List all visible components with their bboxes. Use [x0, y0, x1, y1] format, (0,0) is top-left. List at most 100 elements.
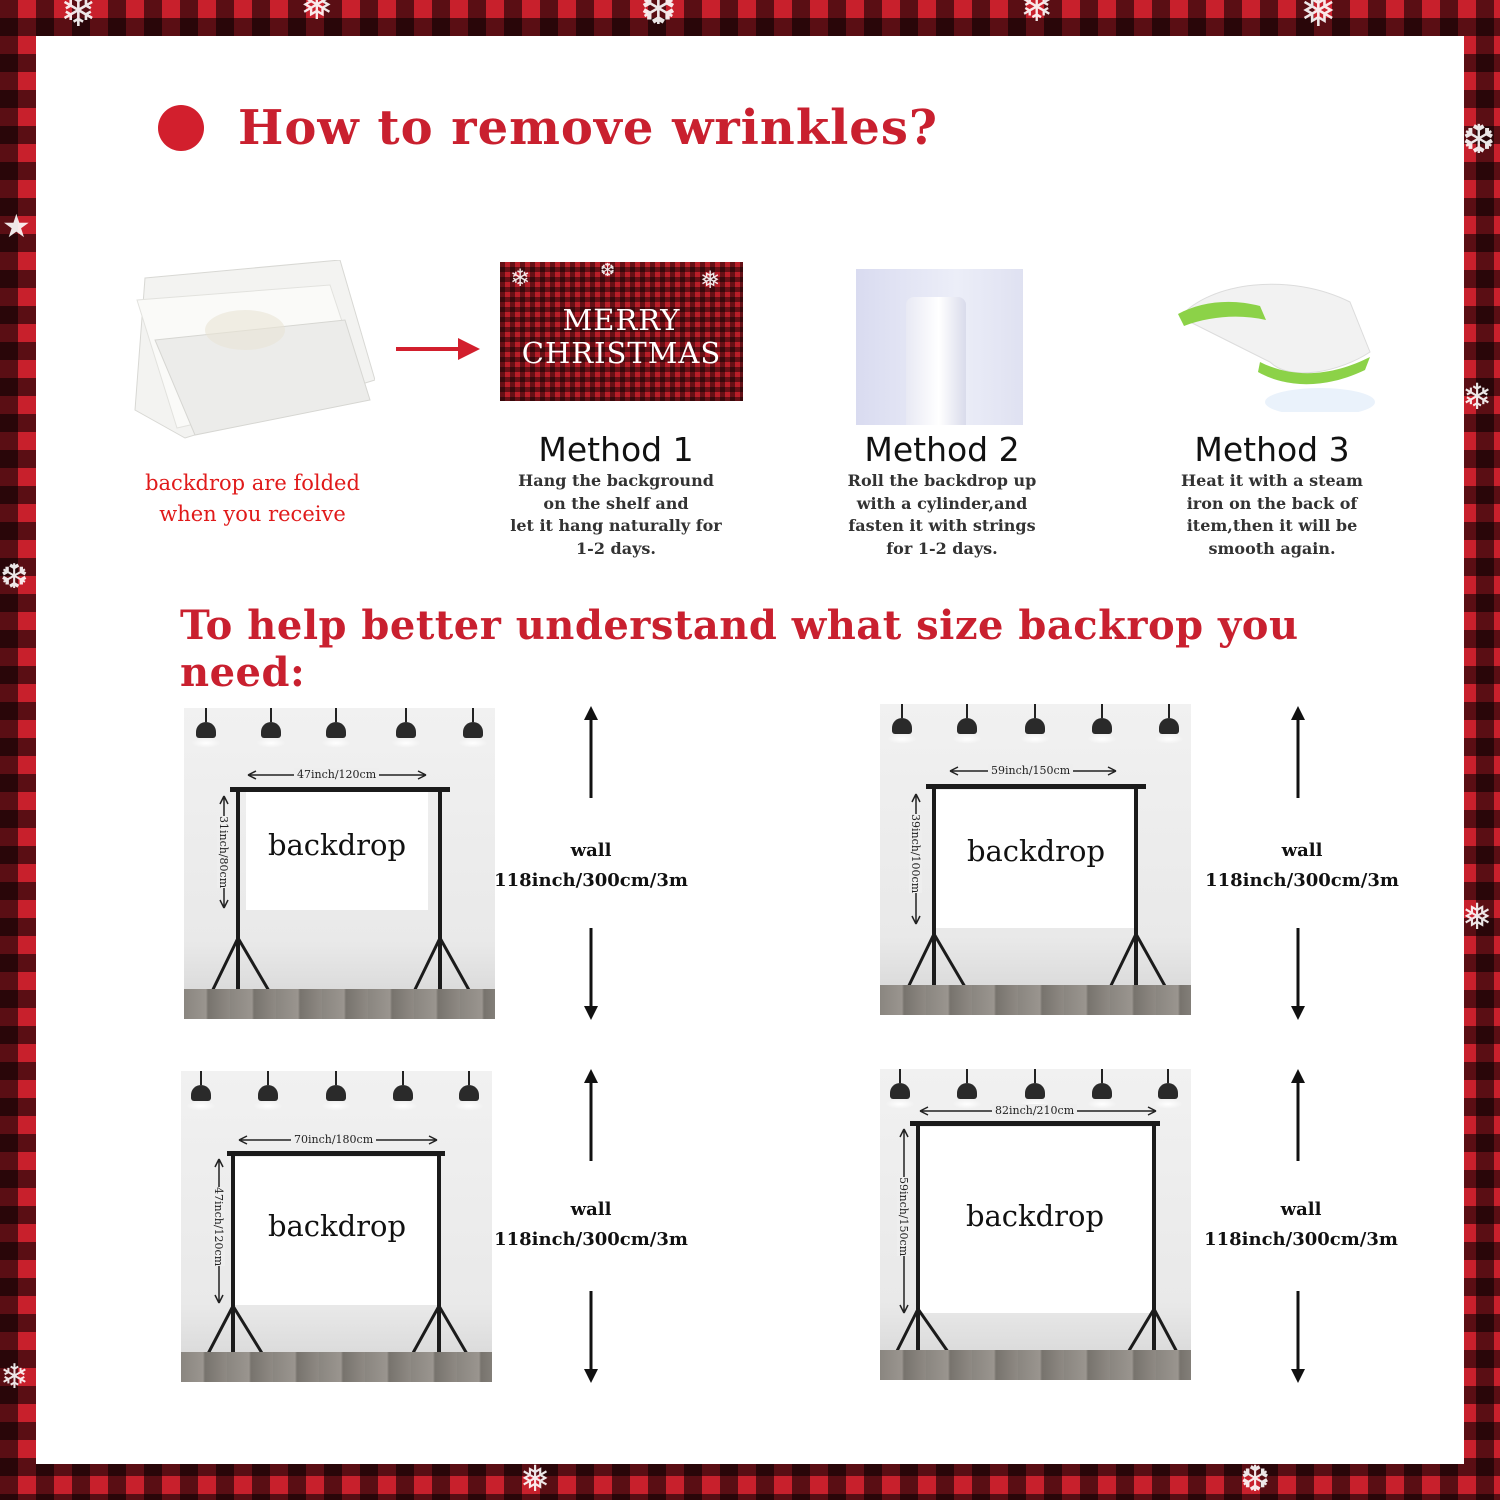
steamer-icon — [1178, 283, 1375, 412]
method-1-line: Hang the background — [518, 471, 714, 490]
method-3-line: item,then it will be — [1186, 516, 1358, 535]
snowflake-icon: ❄ — [1462, 377, 1493, 418]
stand-pole — [1134, 784, 1138, 1004]
stand-pole — [932, 784, 936, 1004]
crossbar — [910, 1121, 1160, 1126]
method-2-line: with a cylinder,and — [856, 493, 1028, 513]
lamp-icon — [321, 1071, 351, 1111]
double-arrow-vertical-icon — [1291, 1069, 1305, 1383]
snowflake-icon: ❆ — [0, 557, 29, 597]
double-arrow-vertical-icon — [584, 706, 598, 1020]
folded-caption-line2: when you receive — [159, 502, 346, 526]
snow-ground — [500, 401, 743, 423]
method-1-line: let it hang naturally for — [510, 516, 722, 535]
backdrop-sheet — [246, 792, 428, 910]
snowflake-icon: ❄ — [1020, 0, 1054, 31]
method-2: Method 2 Roll the backdrop up with a cyl… — [812, 430, 1072, 560]
snowflake-icon: ❅ — [1462, 897, 1493, 938]
method-3-line: smooth again. — [1208, 538, 1336, 558]
wood-floor — [184, 989, 495, 1019]
backdrop-label: backdrop — [267, 828, 407, 862]
method-2-title: Method 2 — [864, 430, 1020, 469]
method-3-line: Heat it with a steam — [1181, 471, 1363, 490]
backdrop-label: backdrop — [966, 834, 1106, 868]
height-dimension: 59inch/150cm — [897, 1177, 910, 1257]
snowflake-icon: ❅ — [300, 0, 334, 29]
christmas-line2: CHRISTMAS — [521, 336, 722, 370]
size-scene-2: 59inch/150cm 39inch/100cm backdrop — [880, 704, 1191, 1015]
folded-backdrop-image — [134, 260, 375, 439]
backdrop-sheet — [916, 1127, 1154, 1313]
height-dimension: 47inch/120cm — [212, 1187, 225, 1267]
rolled-cylinder-image — [856, 269, 1023, 425]
backdrop-label: backdrop — [965, 1199, 1105, 1233]
size-scene-3: 70inch/180cm 47inch/120cm backdrop — [181, 1071, 492, 1382]
height-dimension: 31inch/80cm — [217, 816, 230, 889]
star-icon: ★ — [2, 207, 31, 245]
lamp-icon — [256, 708, 286, 748]
folded-caption-line1: backdrop are folded — [145, 471, 360, 495]
double-arrow-vertical-icon — [1291, 706, 1305, 1020]
page-title: How to remove wrinkles? — [238, 100, 938, 156]
title-row: How to remove wrinkles? — [158, 98, 938, 158]
stand-pole — [236, 787, 240, 1007]
snowflake-icon: ❄ — [0, 1357, 29, 1397]
lamp-icon — [1087, 704, 1117, 744]
wall-size-label: wall 118inch/300cm/3m — [1201, 1195, 1401, 1255]
width-dimension: 59inch/150cm — [988, 764, 1074, 777]
folded-caption: backdrop are folded when you receive — [110, 468, 395, 530]
lamp-icon — [321, 708, 351, 748]
method-3-desc: Heat it with a steam iron on the back of… — [1142, 470, 1402, 560]
lamp-icon — [887, 704, 917, 744]
wall-label: wall — [1280, 1199, 1322, 1220]
stand-pole — [231, 1151, 235, 1371]
christmas-backdrop-thumbnail: ❄ ❅ ❆ MERRY CHRISTMAS — [500, 262, 743, 423]
stand-pole — [437, 1151, 441, 1371]
snowflake-icon: ❅ — [700, 266, 721, 294]
lamp-icon — [1153, 1069, 1183, 1109]
lamp-icon — [885, 1069, 915, 1109]
crossbar — [230, 787, 450, 792]
lamp-icon — [952, 1069, 982, 1109]
height-dimension: 39inch/100cm — [909, 814, 922, 894]
snowflake-icon: ❆ — [1240, 1459, 1271, 1500]
lamp-icon — [458, 708, 488, 748]
lamp-icon — [191, 708, 221, 748]
stand-pole — [916, 1121, 920, 1369]
method-1-line: on the shelf and — [543, 493, 689, 513]
size-guide-subtitle: To help better understand what size back… — [180, 602, 1299, 696]
snowflake-icon: ❆ — [600, 262, 616, 281]
method-2-line: for 1-2 days. — [886, 538, 998, 558]
arrow-right-icon — [396, 338, 480, 360]
backdrop-sheet — [936, 790, 1136, 928]
lamp-icon — [1154, 704, 1184, 744]
crossbar — [926, 784, 1146, 789]
christmas-line1: MERRY — [562, 303, 681, 337]
method-2-line: fasten it with strings — [848, 516, 1036, 535]
lamp-icon — [952, 704, 982, 744]
snowflake-icon: ❅ — [1300, 0, 1337, 37]
method-1-title: Method 1 — [538, 430, 694, 469]
width-dimension: 47inch/120cm — [294, 768, 380, 781]
wood-floor — [880, 1350, 1191, 1380]
method-3-line: iron on the back of — [1186, 493, 1358, 513]
snowflake-icon: ❄ — [60, 0, 97, 37]
wall-size: 118inch/300cm/3m — [494, 1229, 688, 1250]
backdrop-sheet — [233, 1157, 441, 1305]
lamp-icon — [253, 1071, 283, 1111]
wall-size: 118inch/300cm/3m — [1204, 1229, 1398, 1250]
width-dimension: 70inch/180cm — [291, 1133, 377, 1146]
lamp-icon — [1020, 704, 1050, 744]
wall-size-label: wall 118inch/300cm/3m — [1202, 836, 1402, 896]
stand-pole — [438, 787, 442, 1007]
snowflake-icon: ❄ — [510, 264, 531, 292]
lamp-icon — [388, 1071, 418, 1111]
backdrop-label: backdrop — [267, 1209, 407, 1243]
method-3-title: Method 3 — [1194, 430, 1350, 469]
width-dimension: 82inch/210cm — [992, 1104, 1078, 1117]
wall-size: 118inch/300cm/3m — [494, 870, 688, 891]
lamp-icon — [454, 1071, 484, 1111]
snowflake-icon: ❅ — [520, 1459, 551, 1500]
method-1-desc: Hang the background on the shelf and let… — [486, 470, 746, 560]
size-scene-4: 82inch/210cm 59inch/150cm backdrop — [880, 1069, 1191, 1380]
